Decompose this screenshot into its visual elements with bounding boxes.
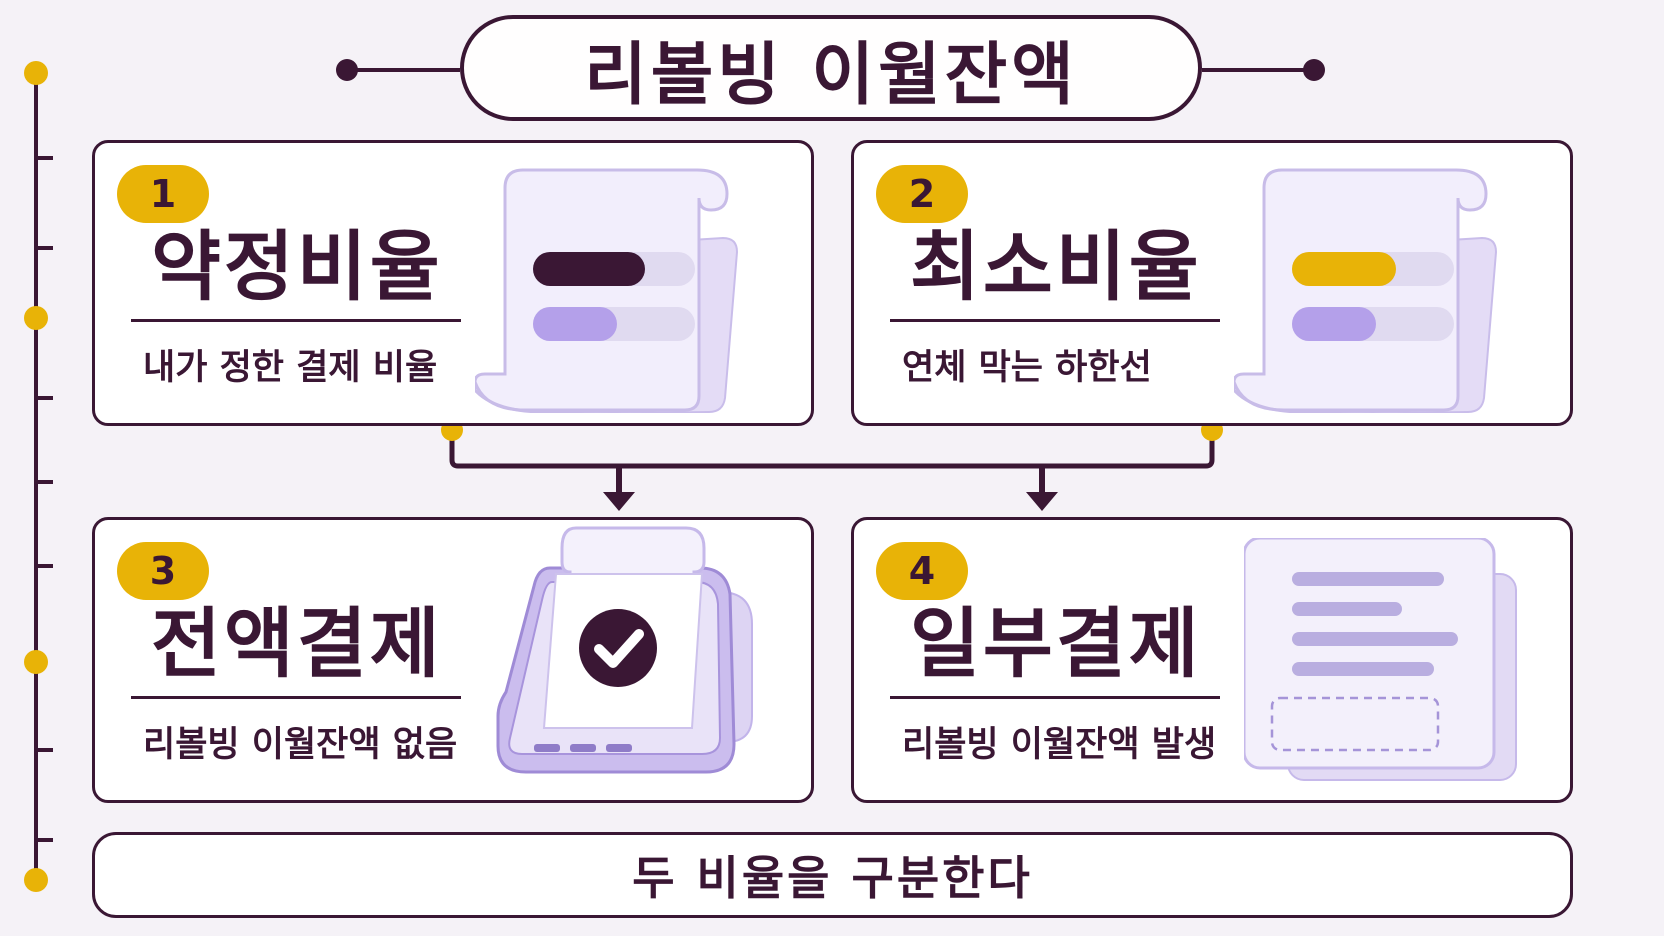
title-divider xyxy=(131,696,461,699)
timeline-dots xyxy=(24,61,48,892)
branch-connector xyxy=(449,430,1215,469)
card-title: 약정비율 xyxy=(151,222,443,311)
title-divider xyxy=(890,696,1220,699)
card-partial-payment: 4 일부결제 리볼빙 이월잔액 발생 xyxy=(851,517,1573,803)
card-committed-ratio: 1 약정비율 내가 정한 결제 비율 xyxy=(92,140,814,426)
committed-ratio-bar xyxy=(533,252,645,286)
card-minimum-ratio: 2 최소비율 연체 막는 하한선 xyxy=(851,140,1573,426)
step-badge: 3 xyxy=(117,542,209,600)
summary-banner: 두 비율을 구분한다 xyxy=(92,832,1573,918)
card-title: 일부결제 xyxy=(910,599,1202,688)
card-subtitle: 내가 정한 결제 비율 xyxy=(143,348,438,388)
step-badge: 4 xyxy=(876,542,968,600)
ratio-document-icon xyxy=(1234,168,1498,413)
title-dot-left xyxy=(336,59,358,81)
title-dot-right xyxy=(1303,59,1325,81)
ratio-document-icon xyxy=(475,168,739,413)
arrow-down-icon xyxy=(1026,492,1058,511)
card-full-payment: 3 전액결제 리볼빙 이월잔액 없음 xyxy=(92,517,814,803)
card-title: 최소비율 xyxy=(910,222,1202,311)
card-subtitle: 리볼빙 이월잔액 없음 xyxy=(143,725,458,765)
card-subtitle: 리볼빙 이월잔액 발생 xyxy=(902,725,1217,765)
payment-terminal-check-icon xyxy=(496,526,753,774)
card-title: 전액결제 xyxy=(151,599,443,688)
title-divider xyxy=(131,319,461,322)
timeline-ticks xyxy=(36,156,53,842)
step-badge: 1 xyxy=(117,165,209,223)
card-subtitle: 연체 막는 하한선 xyxy=(902,348,1152,388)
minimum-ratio-bar xyxy=(1292,252,1396,286)
step-badge: 2 xyxy=(876,165,968,223)
title-divider xyxy=(890,319,1220,322)
arrow-down-icon xyxy=(603,492,635,511)
page-title: 리볼빙 이월잔액 xyxy=(460,15,1202,121)
receipt-icon xyxy=(1244,538,1517,781)
